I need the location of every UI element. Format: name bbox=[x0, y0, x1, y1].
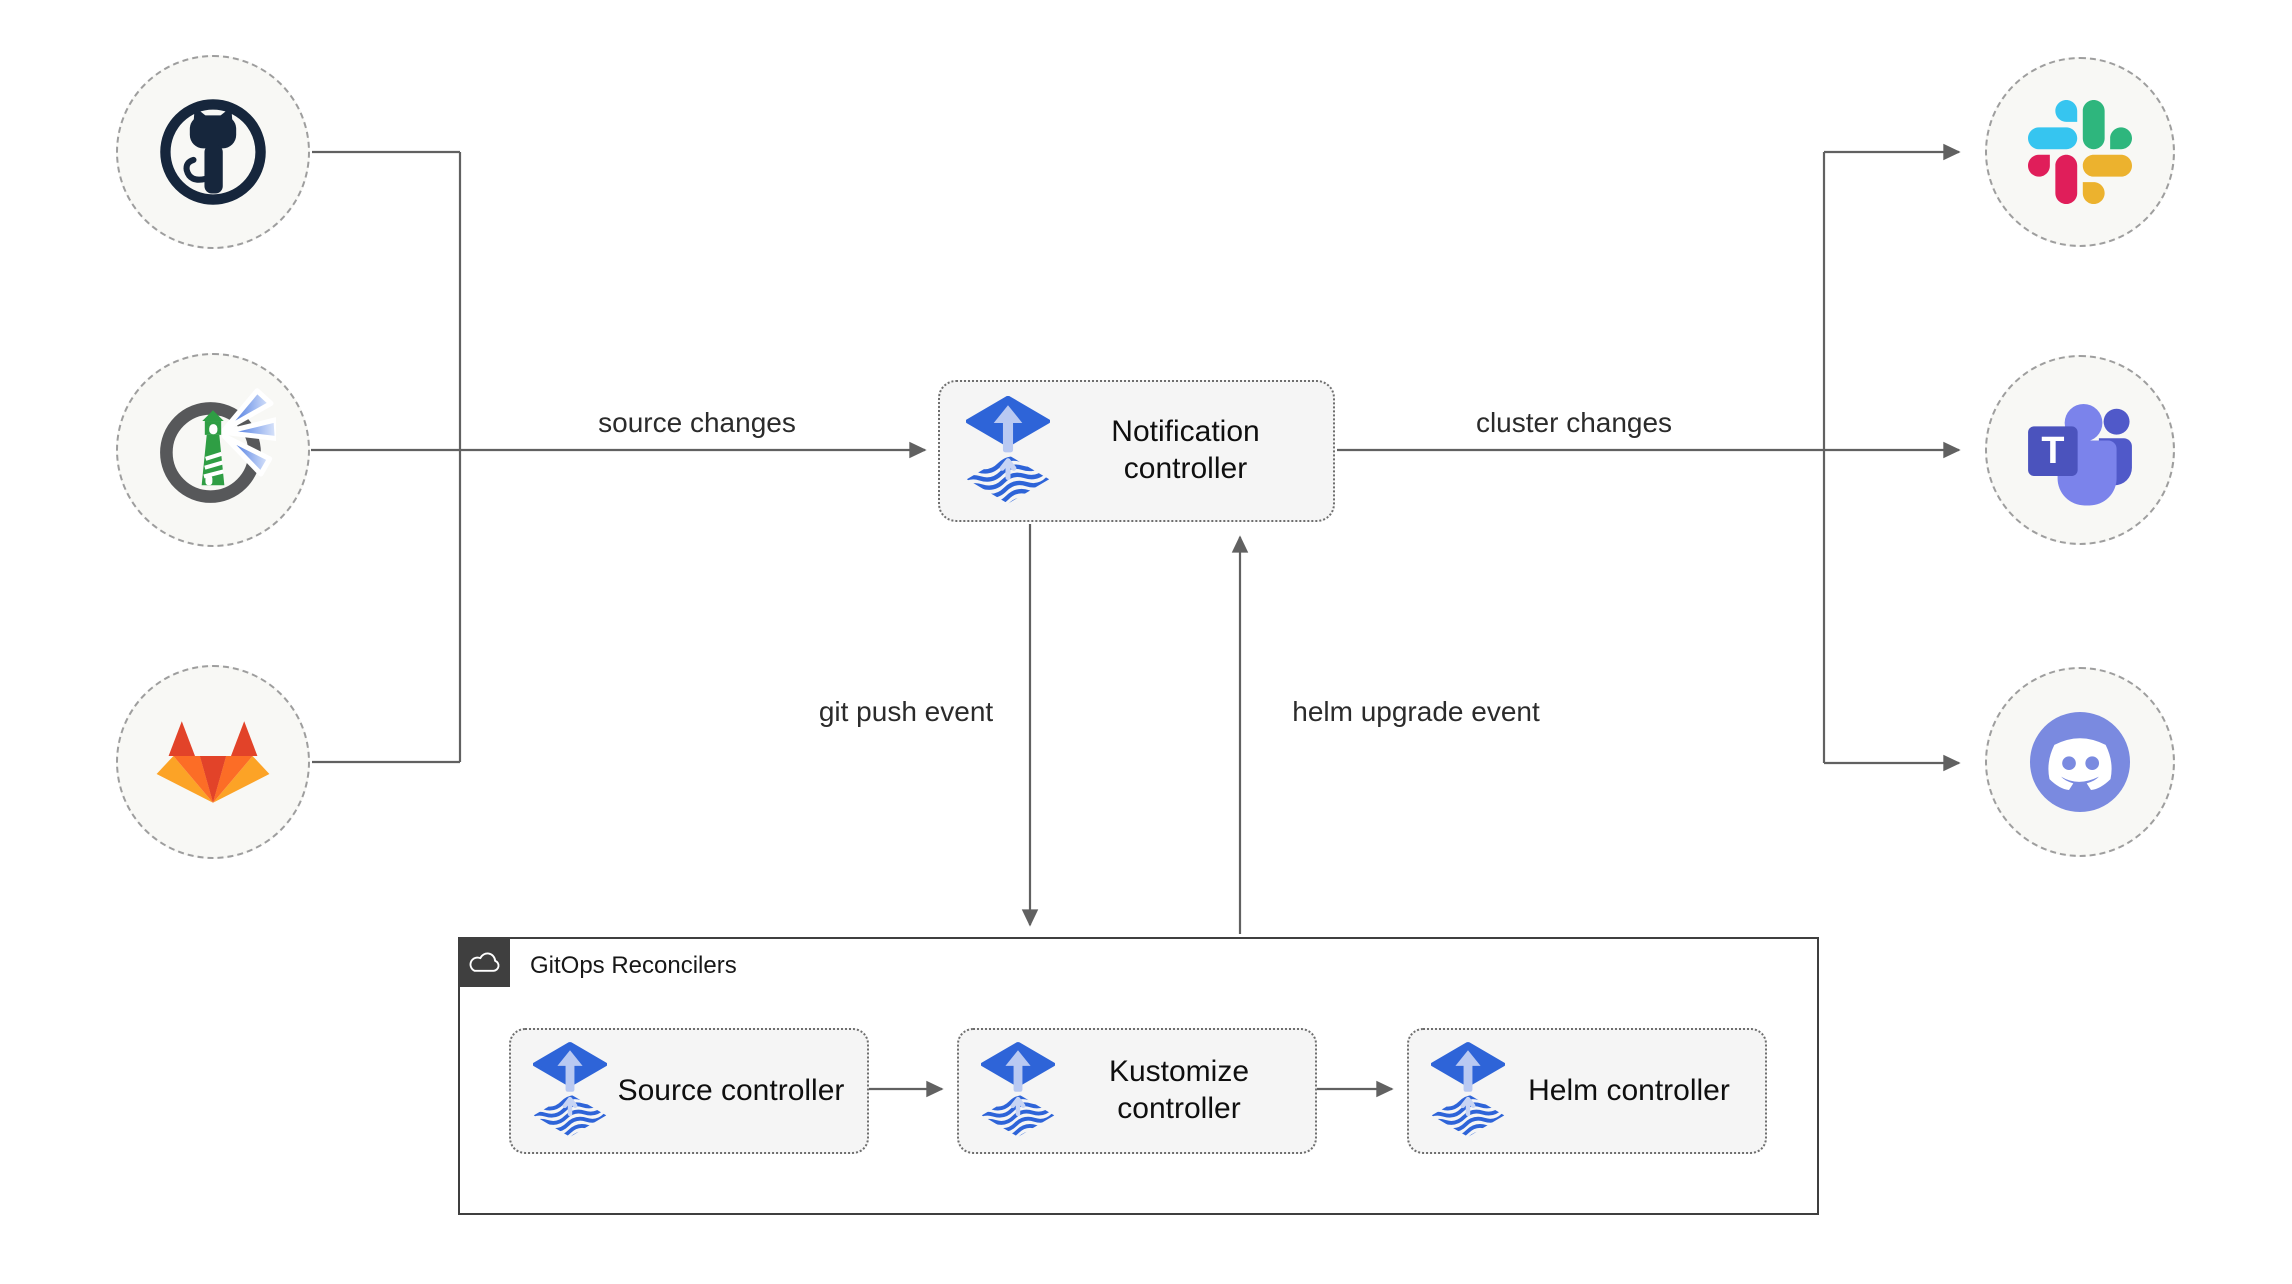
source-controller-node: Source controller bbox=[509, 1028, 869, 1154]
kustomize-controller-label: Kustomize controller bbox=[1108, 1055, 1250, 1125]
discord-icon bbox=[2029, 711, 2131, 813]
gitlab-icon bbox=[156, 721, 270, 803]
edge-label-git-push-event: git push event bbox=[818, 696, 994, 727]
teams-letter: T bbox=[2041, 429, 2064, 471]
edge-label-source-changes: source changes bbox=[598, 407, 796, 438]
source-node-harbor bbox=[116, 353, 310, 547]
flux-icon bbox=[966, 396, 1050, 507]
edge-label-helm-upgrade-event: helm upgrade event bbox=[1292, 696, 1540, 727]
notification-controller-node: Notification controller bbox=[938, 380, 1335, 522]
group-title: GitOps Reconcilers bbox=[530, 952, 737, 979]
flux-icon bbox=[981, 1042, 1055, 1140]
destination-node-teams: T bbox=[1985, 355, 2175, 545]
teams-icon: T bbox=[2028, 403, 2132, 506]
source-controller-label: Source controller bbox=[617, 1073, 845, 1107]
helm-controller-node: Helm controller bbox=[1407, 1028, 1767, 1154]
destination-node-slack bbox=[1985, 57, 2175, 247]
destination-node-discord bbox=[1985, 667, 2175, 857]
cloud-badge bbox=[457, 936, 510, 987]
harbor-icon bbox=[160, 388, 276, 503]
source-node-gitlab bbox=[116, 665, 310, 859]
edge-label-cluster-changes: cluster changes bbox=[1475, 407, 1673, 438]
gitops-reconcilers-group: GitOps Reconcilers Source controller Kus… bbox=[457, 936, 1819, 1215]
notification-controller-label: Notification controller bbox=[1111, 415, 1260, 485]
github-icon bbox=[160, 99, 266, 205]
flux-icon bbox=[533, 1042, 607, 1140]
flux-icon bbox=[1431, 1042, 1505, 1140]
kustomize-controller-node: Kustomize controller bbox=[957, 1028, 1317, 1154]
slack-icon bbox=[2028, 100, 2132, 204]
helm-controller-label: Helm controller bbox=[1528, 1073, 1730, 1107]
cloud-icon bbox=[469, 952, 499, 972]
source-node-github bbox=[116, 55, 310, 249]
